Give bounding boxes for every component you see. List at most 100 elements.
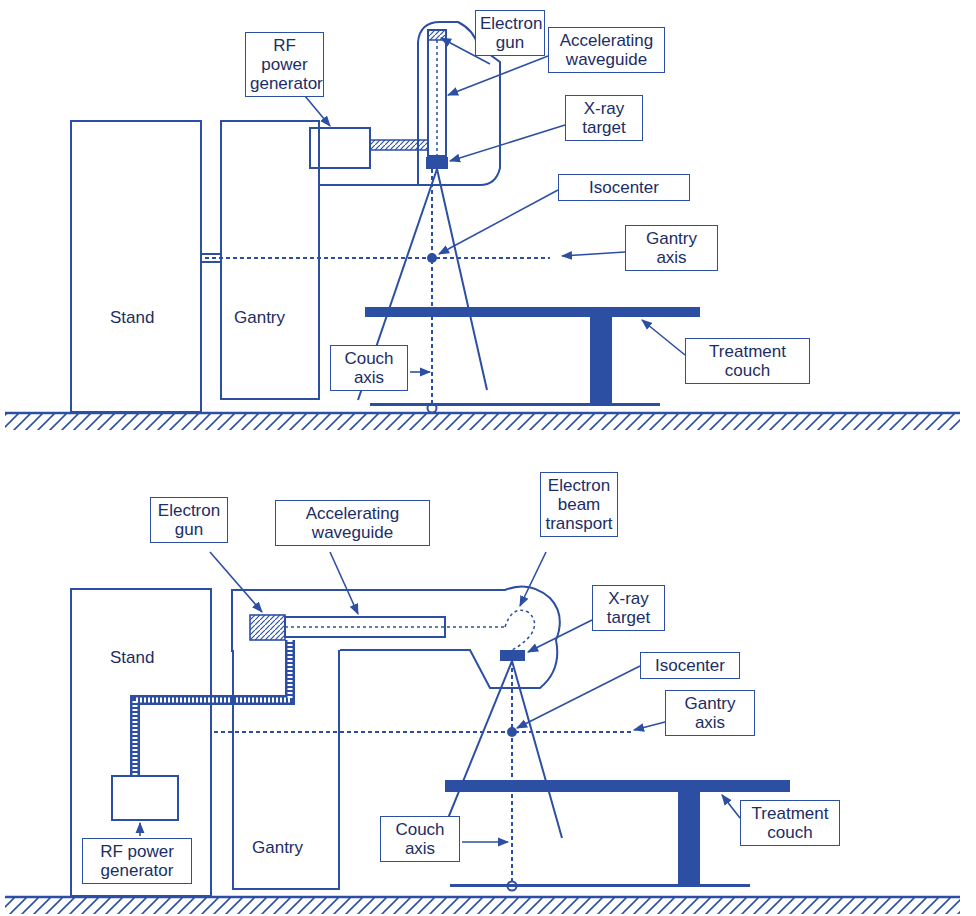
part-label: X-ray target [570,99,638,137]
drawing-stroke [500,650,525,661]
drawing-stroke [365,307,700,317]
machine-part-box: Gantry [232,650,340,890]
part-label: Stand [110,308,154,327]
drawing-stroke [678,792,700,885]
drawing-stroke [135,640,290,776]
part-label: Gantry [234,308,285,327]
drawing-stroke [505,610,535,650]
drawing-stroke [439,190,558,254]
callout-label: RF power generator [82,838,192,884]
callout-label: Gantry axis [625,225,718,271]
machine-part-box: Gantry [220,120,320,400]
drawing-stroke [5,414,960,430]
ground-bottom [5,897,960,914]
drawing-stroke [445,780,790,792]
drawing-stroke [427,253,437,263]
drawing-stroke [462,841,508,843]
part-label: Accelerating waveguide [553,31,660,69]
part-label: Treatment couch [690,342,805,380]
drawing-stroke [370,403,660,406]
drawing-stroke [590,317,612,405]
stand-link-top [202,254,220,262]
part-label: Couch axis [335,349,403,387]
drawing-stroke [202,253,220,255]
callout-label: Couch axis [330,345,408,391]
drawing-stroke [330,552,358,614]
part-label: X-ray target [597,589,660,627]
callout-label: X-ray target [592,585,665,631]
drawing-stroke [232,586,560,688]
waveguide-bottom [250,610,535,661]
callout-label: X-ray target [565,95,643,141]
callout-label: Gantry axis [665,690,755,736]
couch-top [365,307,700,406]
part-label: RF power generator [87,842,187,880]
drawing-stroke [431,169,433,405]
drawing-stroke [214,731,632,733]
callout-label: Isocenter [558,174,690,201]
part-label: Electron gun [155,501,223,539]
drawing-stroke [436,40,438,156]
part-label: Electron beam transport [545,476,613,533]
part-label: Gantry axis [630,229,713,267]
part-label: Gantry axis [670,694,750,732]
drawing-stroke [440,661,512,838]
beam-top [205,169,550,413]
couch-bottom [445,780,790,887]
callout-label: Electron beam transport [540,472,618,537]
drawing-stroke [517,666,640,728]
drawing-stroke [5,898,960,914]
part-label: Gantry [252,838,303,857]
gantry-housing-bottom [232,586,560,688]
callout-label: Electron gun [150,497,228,543]
part-label: Electron gun [480,14,540,52]
callout-label: Isocenter [640,652,740,679]
drawing-stroke [285,626,505,628]
drawing-stroke [428,30,446,156]
drawing-stroke [250,615,285,640]
callout-label: Treatment couch [685,338,810,384]
part-label: Isocenter [563,178,685,197]
drawing-stroke [450,884,750,887]
drawing-stroke [634,722,665,730]
drawing-stroke [450,125,565,161]
drawing-stroke [512,661,562,838]
callout-label: Electron gun [475,10,545,56]
part-label: Couch axis [385,820,455,858]
part-label: Isocenter [645,656,735,675]
drawing-stroke [135,640,290,776]
callout-label: Couch axis [380,816,460,862]
ground-top [5,413,960,430]
leaders-bottom [140,552,740,842]
callout-label: Accelerating waveguide [548,27,665,73]
drawing-stroke [507,727,517,737]
part-label: Treatment couch [745,804,835,842]
drawing-stroke [437,169,487,390]
drawing-stroke [642,320,685,355]
machine-part-box: Stand RF power generator [70,588,212,897]
rf-generator-top [310,128,428,168]
waveguide-top [426,30,448,169]
drawing-stroke [528,620,592,652]
drawing-stroke [139,823,141,836]
callout-label: Accelerating waveguide [275,500,430,546]
drawing-stroke [205,257,550,259]
drawing-stroke [722,795,740,818]
drawing-stroke [112,776,178,820]
callout-label: RF power generator [245,32,324,97]
drawing-stroke [426,157,448,169]
part-label: Stand [110,648,154,667]
leaders-top [300,38,685,372]
drawing-stroke [210,552,262,612]
callout-label: Treatment couch [740,800,840,846]
machine-part-box: Stand [70,120,202,413]
part-label: RF power generator [250,36,319,93]
part-label: Accelerating waveguide [280,504,425,542]
beam-bottom [214,661,632,891]
drawing-stroke [562,252,625,256]
drawing-stroke [370,140,428,150]
drawing-stroke [202,261,220,263]
drawing-stroke [448,56,548,95]
